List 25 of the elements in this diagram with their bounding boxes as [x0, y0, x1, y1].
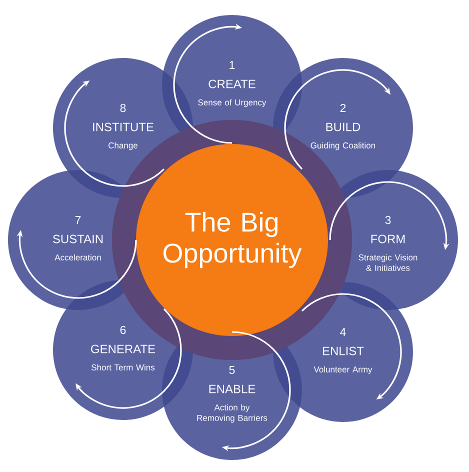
step-number: 1	[230, 61, 235, 69]
step-number: 6	[120, 326, 126, 334]
step-title: GENERATE	[91, 344, 156, 354]
step-title: INSTITUTE	[93, 122, 154, 132]
step-number: 4	[340, 328, 346, 336]
step-title: ENABLE	[209, 384, 256, 394]
step-description: Volunteer Army	[314, 366, 372, 374]
step-number: 3	[385, 216, 391, 224]
step-title: SUSTAIN	[53, 234, 103, 244]
step-title: ENLIST	[322, 346, 364, 356]
center-title: The Big Opportunity	[164, 212, 302, 268]
step-description: Acceleration	[54, 254, 101, 260]
step-title: CREATE	[208, 80, 256, 88]
step-description: Change	[108, 142, 138, 150]
step-title: BUILD	[326, 122, 360, 132]
step-description: Action by Removing Barriers	[197, 404, 268, 423]
step-description: Sense of Urgency	[198, 99, 266, 108]
step-number: 8	[120, 104, 126, 112]
step-description: Short Term Wins	[92, 364, 155, 370]
step-number: 7	[75, 216, 81, 224]
step-title: FORM	[371, 234, 405, 244]
step-description: Guiding Coalition	[310, 142, 376, 150]
step-number: 2	[340, 104, 346, 112]
step-description: Strategic Vision & Initiatives	[358, 254, 418, 271]
step-number: 5	[229, 366, 235, 374]
